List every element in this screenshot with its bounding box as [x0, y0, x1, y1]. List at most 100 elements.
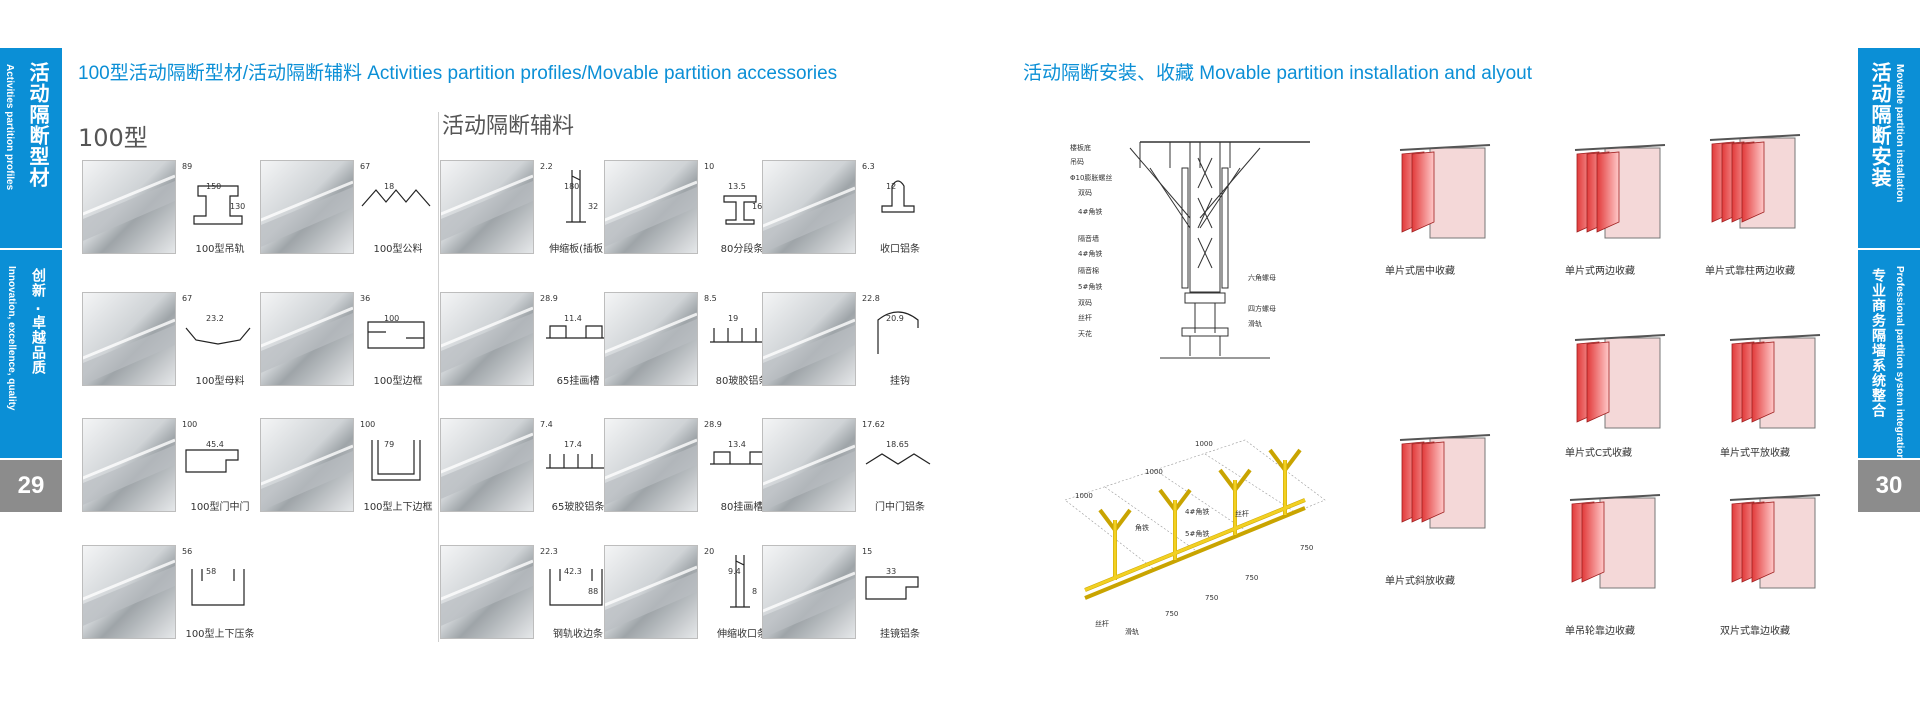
product-photo: [440, 292, 534, 386]
install-part-label: 四方螺母: [1248, 304, 1276, 313]
install-part-label: 5#角铁: [1078, 282, 1102, 291]
product-photo: [440, 418, 534, 512]
storage-illustration: [1574, 334, 1666, 429]
product-caption: 100型上下压条: [185, 629, 255, 640]
product-photo: [82, 545, 176, 639]
product-caption: 65玻胶铝条: [551, 502, 605, 513]
storage-caption: 双片式靠边收藏: [1720, 626, 1790, 637]
storage-illustration: [1399, 144, 1491, 239]
product-caption: 挂钩: [890, 376, 910, 387]
product-photo: [604, 292, 698, 386]
storage-caption: 单片式斜放收藏: [1385, 576, 1455, 587]
right-page-header: 活动隔断安装、收藏 Movable partition installation…: [1023, 63, 1532, 84]
product-caption: 伸缩板(插板): [549, 244, 607, 255]
dimension-label: 2.2: [540, 162, 553, 171]
frame-part-label: 5#角铁: [1185, 529, 1209, 538]
frame-dimension: 750: [1300, 544, 1313, 552]
right-tab-subtitle: Movable partition installation: [1894, 64, 1905, 203]
dimension-label: 89: [182, 162, 193, 171]
frame-dimension: 1000: [1145, 468, 1163, 476]
frame-dimension: 1000: [1195, 440, 1213, 448]
install-part-label: 滑轨: [1248, 319, 1262, 328]
product-photo: [82, 160, 176, 254]
section-title-100: 100型: [78, 124, 148, 152]
install-part-label: 双码: [1078, 299, 1092, 307]
product-caption: 80挂画槽: [720, 502, 764, 513]
product-caption: 100型母料: [195, 376, 245, 387]
right-tab-slogan: 专业商务隔墙系统整合: [1870, 268, 1886, 418]
left-page-header: 100型活动隔断型材/活动隔断辅料 Activities partition p…: [78, 63, 838, 84]
product-photo: [440, 160, 534, 254]
dimension-label: 10: [704, 162, 715, 171]
install-part-label: 吊码: [1070, 158, 1084, 166]
right-tab-title: 活动隔断安装: [1868, 62, 1892, 188]
dimension-label: 13.5: [728, 182, 746, 191]
product-caption: 伸缩收口条: [717, 629, 767, 640]
dimension-label: 67: [182, 294, 193, 303]
product-photo: [260, 292, 354, 386]
product-photo: [604, 545, 698, 639]
product-caption: 80分段条: [720, 244, 764, 255]
frame-dimension: 750: [1245, 574, 1258, 582]
dimension-label: 13.4: [728, 440, 746, 449]
dimension-label: 16.3: [752, 202, 770, 211]
product-caption: 65挂画槽: [556, 376, 600, 387]
product-caption: 100型上下边框: [363, 502, 433, 513]
right-tab-slogan-en: Professional partition system integratio…: [1894, 266, 1905, 461]
left-tab-slogan: 创新.卓越品质: [30, 268, 46, 375]
install-part-label: 双码: [1078, 189, 1092, 197]
dimension-label: 32: [588, 202, 599, 211]
product-caption: 100型边框: [373, 376, 423, 387]
left-tab-divider: [0, 248, 62, 250]
storage-illustration: [1399, 434, 1491, 529]
install-part-label: 天花: [1078, 329, 1092, 338]
accessory-card: 10 13.5 16.3 80分段条: [604, 160, 784, 255]
frame-part-label: 滑轨: [1125, 627, 1139, 636]
dimension-label: 56: [182, 547, 193, 556]
dimension-label: 19: [728, 314, 739, 323]
dimension-label: 22.8: [862, 294, 880, 303]
dimension-label: 17.62: [862, 420, 885, 429]
frame-dimension: 1000: [1075, 492, 1093, 500]
storage-illustration: [1729, 334, 1821, 429]
product-caption: 收口铝条: [880, 244, 920, 255]
dimension-label: 28.9: [540, 294, 558, 303]
dimension-label: 11.4: [564, 314, 582, 323]
product-photo: [82, 292, 176, 386]
storage-illustration: [1574, 144, 1666, 239]
storage-illustration: [1729, 494, 1821, 589]
install-part-label: 六角螺母: [1248, 273, 1276, 282]
storage-caption: 单片式C式收藏: [1565, 448, 1632, 459]
dimension-label: 20: [704, 547, 715, 556]
dimension-label: 33: [886, 567, 897, 576]
dimension-label: 100: [384, 314, 400, 323]
dimension-label: 67: [360, 162, 371, 171]
product-photo: [260, 160, 354, 254]
storage-illustration: [1709, 134, 1801, 229]
frame-part-label: 丝杆: [1095, 619, 1109, 628]
dimension-label: 6.3: [862, 162, 875, 171]
install-part-label: Φ10膨胀螺丝: [1070, 173, 1112, 182]
storage-caption: 单吊轮靠边收藏: [1565, 626, 1635, 637]
dimension-label: 100: [182, 420, 198, 429]
left-page-number: 29: [0, 460, 62, 512]
left-tab-title: 活动隔断型材: [26, 62, 50, 188]
dimension-label: 79: [384, 440, 395, 449]
dimension-label: 18: [384, 182, 395, 191]
product-caption: 100型门中门: [190, 502, 250, 513]
dimension-label: 88: [588, 587, 599, 596]
frame-dimension: 750: [1205, 594, 1218, 602]
